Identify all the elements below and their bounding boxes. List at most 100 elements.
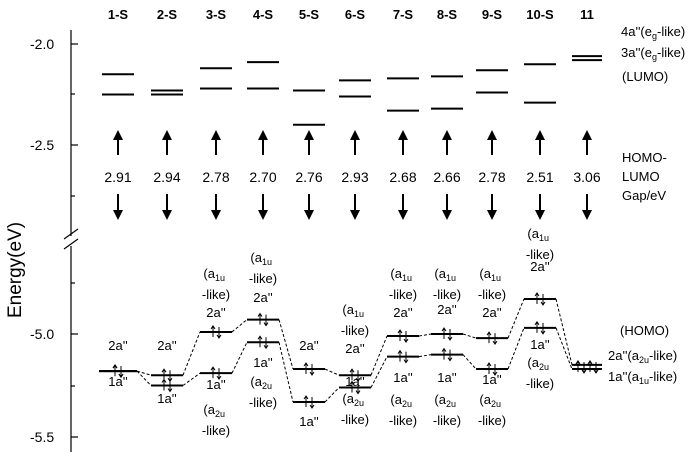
spin-up-head bbox=[112, 364, 118, 369]
label-a2u: (a2u bbox=[390, 392, 415, 409]
gap-caption-line: LUMO bbox=[622, 169, 660, 184]
connector-2a bbox=[555, 298, 573, 366]
gap-arrow-up-head bbox=[304, 130, 314, 140]
column-header: 10-S bbox=[526, 7, 554, 22]
spin-up-head bbox=[397, 329, 403, 334]
gap-arrow-down-head bbox=[350, 210, 360, 220]
gap-value: 2.68 bbox=[389, 169, 416, 185]
spin-down-head bbox=[581, 369, 587, 374]
orbital-labels: 2a''1a''2a''1a''(a1u -like)2a''1a''(a2u … bbox=[108, 226, 554, 438]
spin-up-head bbox=[486, 331, 492, 336]
connector-2a bbox=[231, 319, 248, 333]
homo-levels bbox=[99, 292, 602, 409]
homo-label-2a: 2a''(a2u-like) bbox=[608, 348, 677, 365]
label-1a: 1a'' bbox=[157, 391, 176, 406]
spin-down-head bbox=[492, 340, 498, 346]
label-1a: 1a'' bbox=[345, 374, 364, 389]
homo-label-1a: 1a''(a1u-like) bbox=[608, 369, 677, 386]
label-a1u: (a1u bbox=[434, 266, 459, 283]
connector-2a bbox=[418, 333, 432, 337]
spin-up-head bbox=[210, 325, 216, 330]
label-1a: 1a'' bbox=[299, 414, 318, 429]
spin-down-head bbox=[447, 357, 453, 362]
spin-up-head bbox=[534, 292, 540, 297]
gap-value: 2.78 bbox=[478, 169, 505, 185]
gap-arrow-down-head bbox=[113, 210, 123, 220]
label-a1u: (a1u bbox=[203, 266, 228, 283]
spin-down-head bbox=[216, 375, 222, 381]
label-a1u: (a1u bbox=[390, 266, 415, 283]
spin-down-head bbox=[118, 373, 124, 378]
spin-up-head bbox=[161, 368, 167, 373]
gap-value: 2.76 bbox=[295, 169, 322, 185]
gap-arrow-up-head bbox=[535, 130, 545, 140]
gap-arrow-up-head bbox=[487, 130, 497, 140]
label-1a: 1a'' bbox=[393, 370, 412, 385]
label-2a: 2a'' bbox=[206, 305, 225, 320]
gap-arrow-down-head bbox=[258, 210, 268, 220]
label-a1u: (a1u bbox=[250, 250, 275, 267]
gap-arrow-down-head bbox=[211, 210, 221, 220]
gap-arrow-up-head bbox=[350, 130, 360, 140]
gap-value: 2.78 bbox=[202, 169, 229, 185]
spin-down-head bbox=[309, 371, 315, 376]
spin-up-head bbox=[257, 335, 263, 340]
y-tick-label: -5.5 bbox=[30, 429, 54, 445]
label-like: -like) bbox=[389, 287, 417, 302]
gap-arrow-down-head bbox=[487, 210, 497, 220]
label-a2u: (a2u bbox=[479, 392, 504, 409]
connector-1a bbox=[555, 327, 573, 370]
column-header: 3-S bbox=[206, 7, 227, 22]
column-header: 9-S bbox=[482, 7, 503, 22]
column-header: 11 bbox=[580, 7, 594, 22]
connector-2a bbox=[136, 370, 152, 376]
column-header: 2-S bbox=[157, 7, 178, 22]
spin-down-head bbox=[263, 322, 269, 327]
spin-down-head bbox=[540, 301, 546, 306]
label-like: -like) bbox=[433, 287, 461, 302]
gap-value: 2.93 bbox=[341, 169, 368, 185]
y-axis-label: Energy(eV) bbox=[5, 222, 26, 318]
spin-up-head bbox=[257, 312, 263, 317]
gap-arrow-down-head bbox=[442, 210, 452, 220]
label-2a: 2a'' bbox=[393, 305, 412, 320]
connector-1a bbox=[462, 354, 477, 370]
spin-up-head bbox=[441, 327, 447, 332]
spin-down-head bbox=[216, 334, 222, 339]
column-header: 1-S bbox=[108, 7, 129, 22]
gap-caption: HOMO- LUMO Gap/eV bbox=[622, 150, 667, 203]
label-a2u: (a2u bbox=[434, 392, 459, 409]
gap-caption-line: Gap/eV bbox=[622, 188, 666, 203]
label-2a: 2a'' bbox=[437, 302, 456, 317]
gap-value: 2.94 bbox=[153, 169, 180, 185]
lumo-label-4a: 4a''(eg-like) bbox=[621, 24, 685, 41]
homo-annotation: (HOMO) 2a''(a2u-like) 1a''(a1u-like) bbox=[608, 323, 677, 386]
dashed-connectors bbox=[136, 298, 573, 403]
connector-1a bbox=[136, 370, 152, 386]
gap-caption-line: HOMO- bbox=[622, 150, 667, 165]
spin-down-head bbox=[403, 359, 409, 364]
label-like: -like) bbox=[478, 287, 506, 302]
connector-1a bbox=[182, 372, 201, 386]
spin-up-head bbox=[587, 360, 593, 365]
spin-down-head bbox=[447, 336, 453, 341]
gap-arrow-up-head bbox=[442, 130, 452, 140]
connector-2a bbox=[370, 335, 388, 376]
label-1a: 1a'' bbox=[253, 355, 272, 370]
label-a1u: (a1u bbox=[479, 266, 504, 283]
column-header: 5-S bbox=[299, 7, 320, 22]
spin-down-head bbox=[263, 344, 269, 350]
connector-2a bbox=[462, 333, 477, 339]
spin-up-head bbox=[349, 380, 355, 385]
label-a2u: (a2u bbox=[342, 391, 367, 408]
y-tick-label: -5.0 bbox=[30, 326, 54, 342]
axis-break-mark bbox=[63, 238, 79, 250]
spin-down-head bbox=[167, 388, 173, 393]
label-2a: 2a'' bbox=[157, 338, 176, 353]
spin-down-head bbox=[593, 369, 599, 374]
label-1a: 1a'' bbox=[108, 374, 127, 389]
label-1a: 1a'' bbox=[530, 337, 549, 352]
connector-2a bbox=[324, 368, 340, 376]
